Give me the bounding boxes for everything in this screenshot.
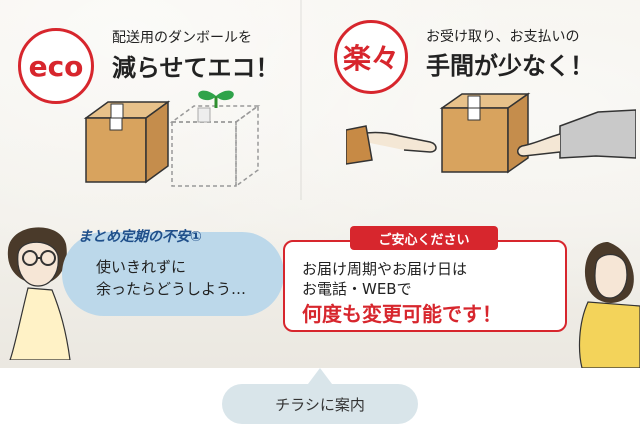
caption-pointer xyxy=(308,368,332,384)
reassure-tag: ご安心ください xyxy=(350,226,498,250)
flyer-photo: eco 配送用のダンボールを 減らせてエコ！ 楽々 お受け取り、お支払いの xyxy=(0,0,640,368)
reassure-line-3: 何度も変更可能です！ xyxy=(302,302,502,326)
relieved-woman-illustration xyxy=(578,242,640,368)
worried-woman-illustration xyxy=(7,227,71,360)
flyer-fold xyxy=(300,0,302,200)
eco-subtitle: 配送用のダンボールを xyxy=(112,30,252,46)
hand-left-icon xyxy=(346,125,437,165)
box-in-hands-icon xyxy=(439,92,531,174)
hand-right-icon xyxy=(517,109,636,159)
handover-illustration xyxy=(346,92,636,174)
worry-bubble xyxy=(62,232,284,316)
cardboard-box-icon xyxy=(83,100,171,184)
caption-pill: チラシに案内 xyxy=(222,384,418,424)
eco-title: 減らせてエコ！ xyxy=(112,54,280,82)
reassure-box xyxy=(283,240,567,332)
worry-line-2: 余ったらどうしよう… xyxy=(96,280,247,298)
worry-title: まとめ定期の不安① xyxy=(78,229,202,245)
removed-box-icon xyxy=(169,104,261,188)
raku-badge-text: 楽々 xyxy=(342,42,399,75)
reassure-line-2: お電話・WEBで xyxy=(302,280,412,298)
raku-title: 手間が少なく！ xyxy=(426,52,594,80)
raku-subtitle: お受け取り、お支払いの xyxy=(426,29,580,45)
reassure-line-1: お届け周期やお届け日は xyxy=(302,260,468,278)
eco-badge-text: eco xyxy=(28,49,84,83)
eco-badge: eco xyxy=(18,28,94,104)
raku-badge: 楽々 xyxy=(334,20,408,94)
cardboard-box-illustration xyxy=(83,90,261,188)
worry-text: 使いきれずに 余ったらどうしよう… xyxy=(96,256,276,300)
worry-line-1: 使いきれずに xyxy=(96,258,187,276)
sprout-icon xyxy=(198,90,234,108)
